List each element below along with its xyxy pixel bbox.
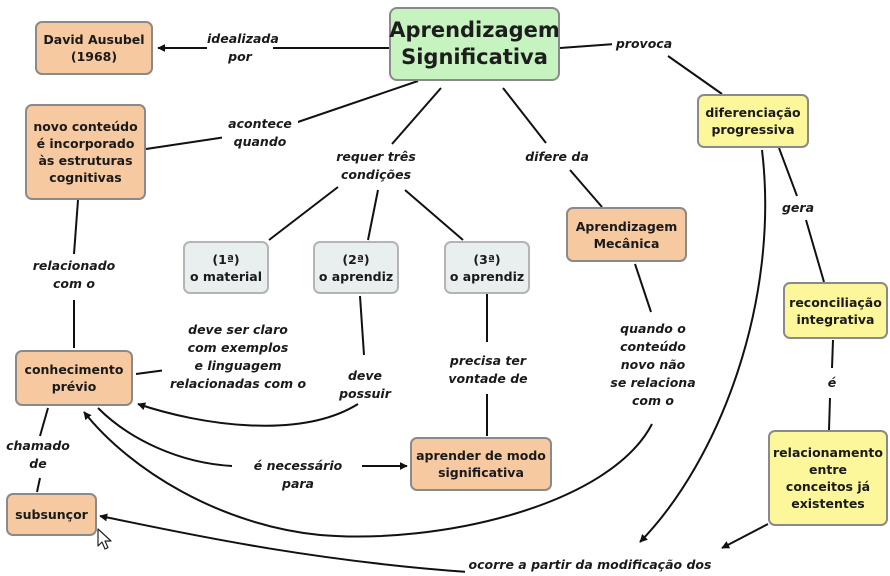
node-subsuncor[interactable]: subsunçor — [6, 493, 97, 536]
node-condition-2-aprendiz[interactable]: (2ª) o aprendiz — [313, 241, 399, 294]
link-label-requer-tres-condicoes: requer três condições — [328, 148, 424, 184]
link-label-provoca: provoca — [612, 35, 676, 53]
node-condition-3-aprendiz[interactable]: (3ª) o aprendiz — [444, 241, 530, 294]
node-diferenciacao-progressiva[interactable]: diferenciação progressiva — [697, 94, 809, 148]
central-concept-aprendizagem-significativa[interactable]: Aprendizagem Significativa — [389, 7, 560, 81]
node-relacionamento-conceitos[interactable]: relacionamento entre conceitos já existe… — [768, 430, 888, 526]
node-novo-conteudo[interactable]: novo conteúdo é incorporado às estrutura… — [25, 104, 146, 200]
link-label-acontece-quando: acontece quando — [222, 115, 298, 151]
node-condition-1-material[interactable]: (1ª) o material — [183, 241, 269, 294]
node-david-ausubel[interactable]: David Ausubel (1968) — [35, 21, 153, 75]
link-label-relacionado-com-o: relacionado com o — [24, 257, 124, 293]
node-reconciliacao-integrativa[interactable]: reconciliação integrativa — [783, 282, 888, 339]
link-label-ocorre-a-partir: ocorre a partir da modificação dos — [465, 556, 715, 574]
link-label-e-necessario-para: é necessário para — [253, 458, 343, 491]
link-label-idealizada-por: idealizada por — [207, 30, 279, 66]
link-label-deve-ser-claro: deve ser claro com exemplos e linguagem … — [162, 321, 314, 393]
node-aprender-modo-significativa[interactable]: aprender de modo significativa — [410, 437, 552, 491]
link-label-deve-possuir: deve possuir — [334, 367, 396, 403]
link-label-gera: gera — [775, 199, 821, 217]
link-label-e: é — [824, 374, 840, 392]
link-label-difere-da: difere da — [515, 148, 599, 166]
mouse-pointer-icon — [97, 528, 113, 554]
link-label-quando-o-conteudo: quando o conteúdo novo não se relaciona … — [604, 320, 702, 410]
link-label-precisa-ter-vontade: precisa ter vontade de — [440, 352, 536, 388]
link-label-chamado-de: chamado de — [4, 437, 72, 473]
node-aprendizagem-mecanica[interactable]: Aprendizagem Mecânica — [566, 207, 687, 262]
node-conhecimento-previo[interactable]: conhecimento prévio — [15, 350, 133, 406]
